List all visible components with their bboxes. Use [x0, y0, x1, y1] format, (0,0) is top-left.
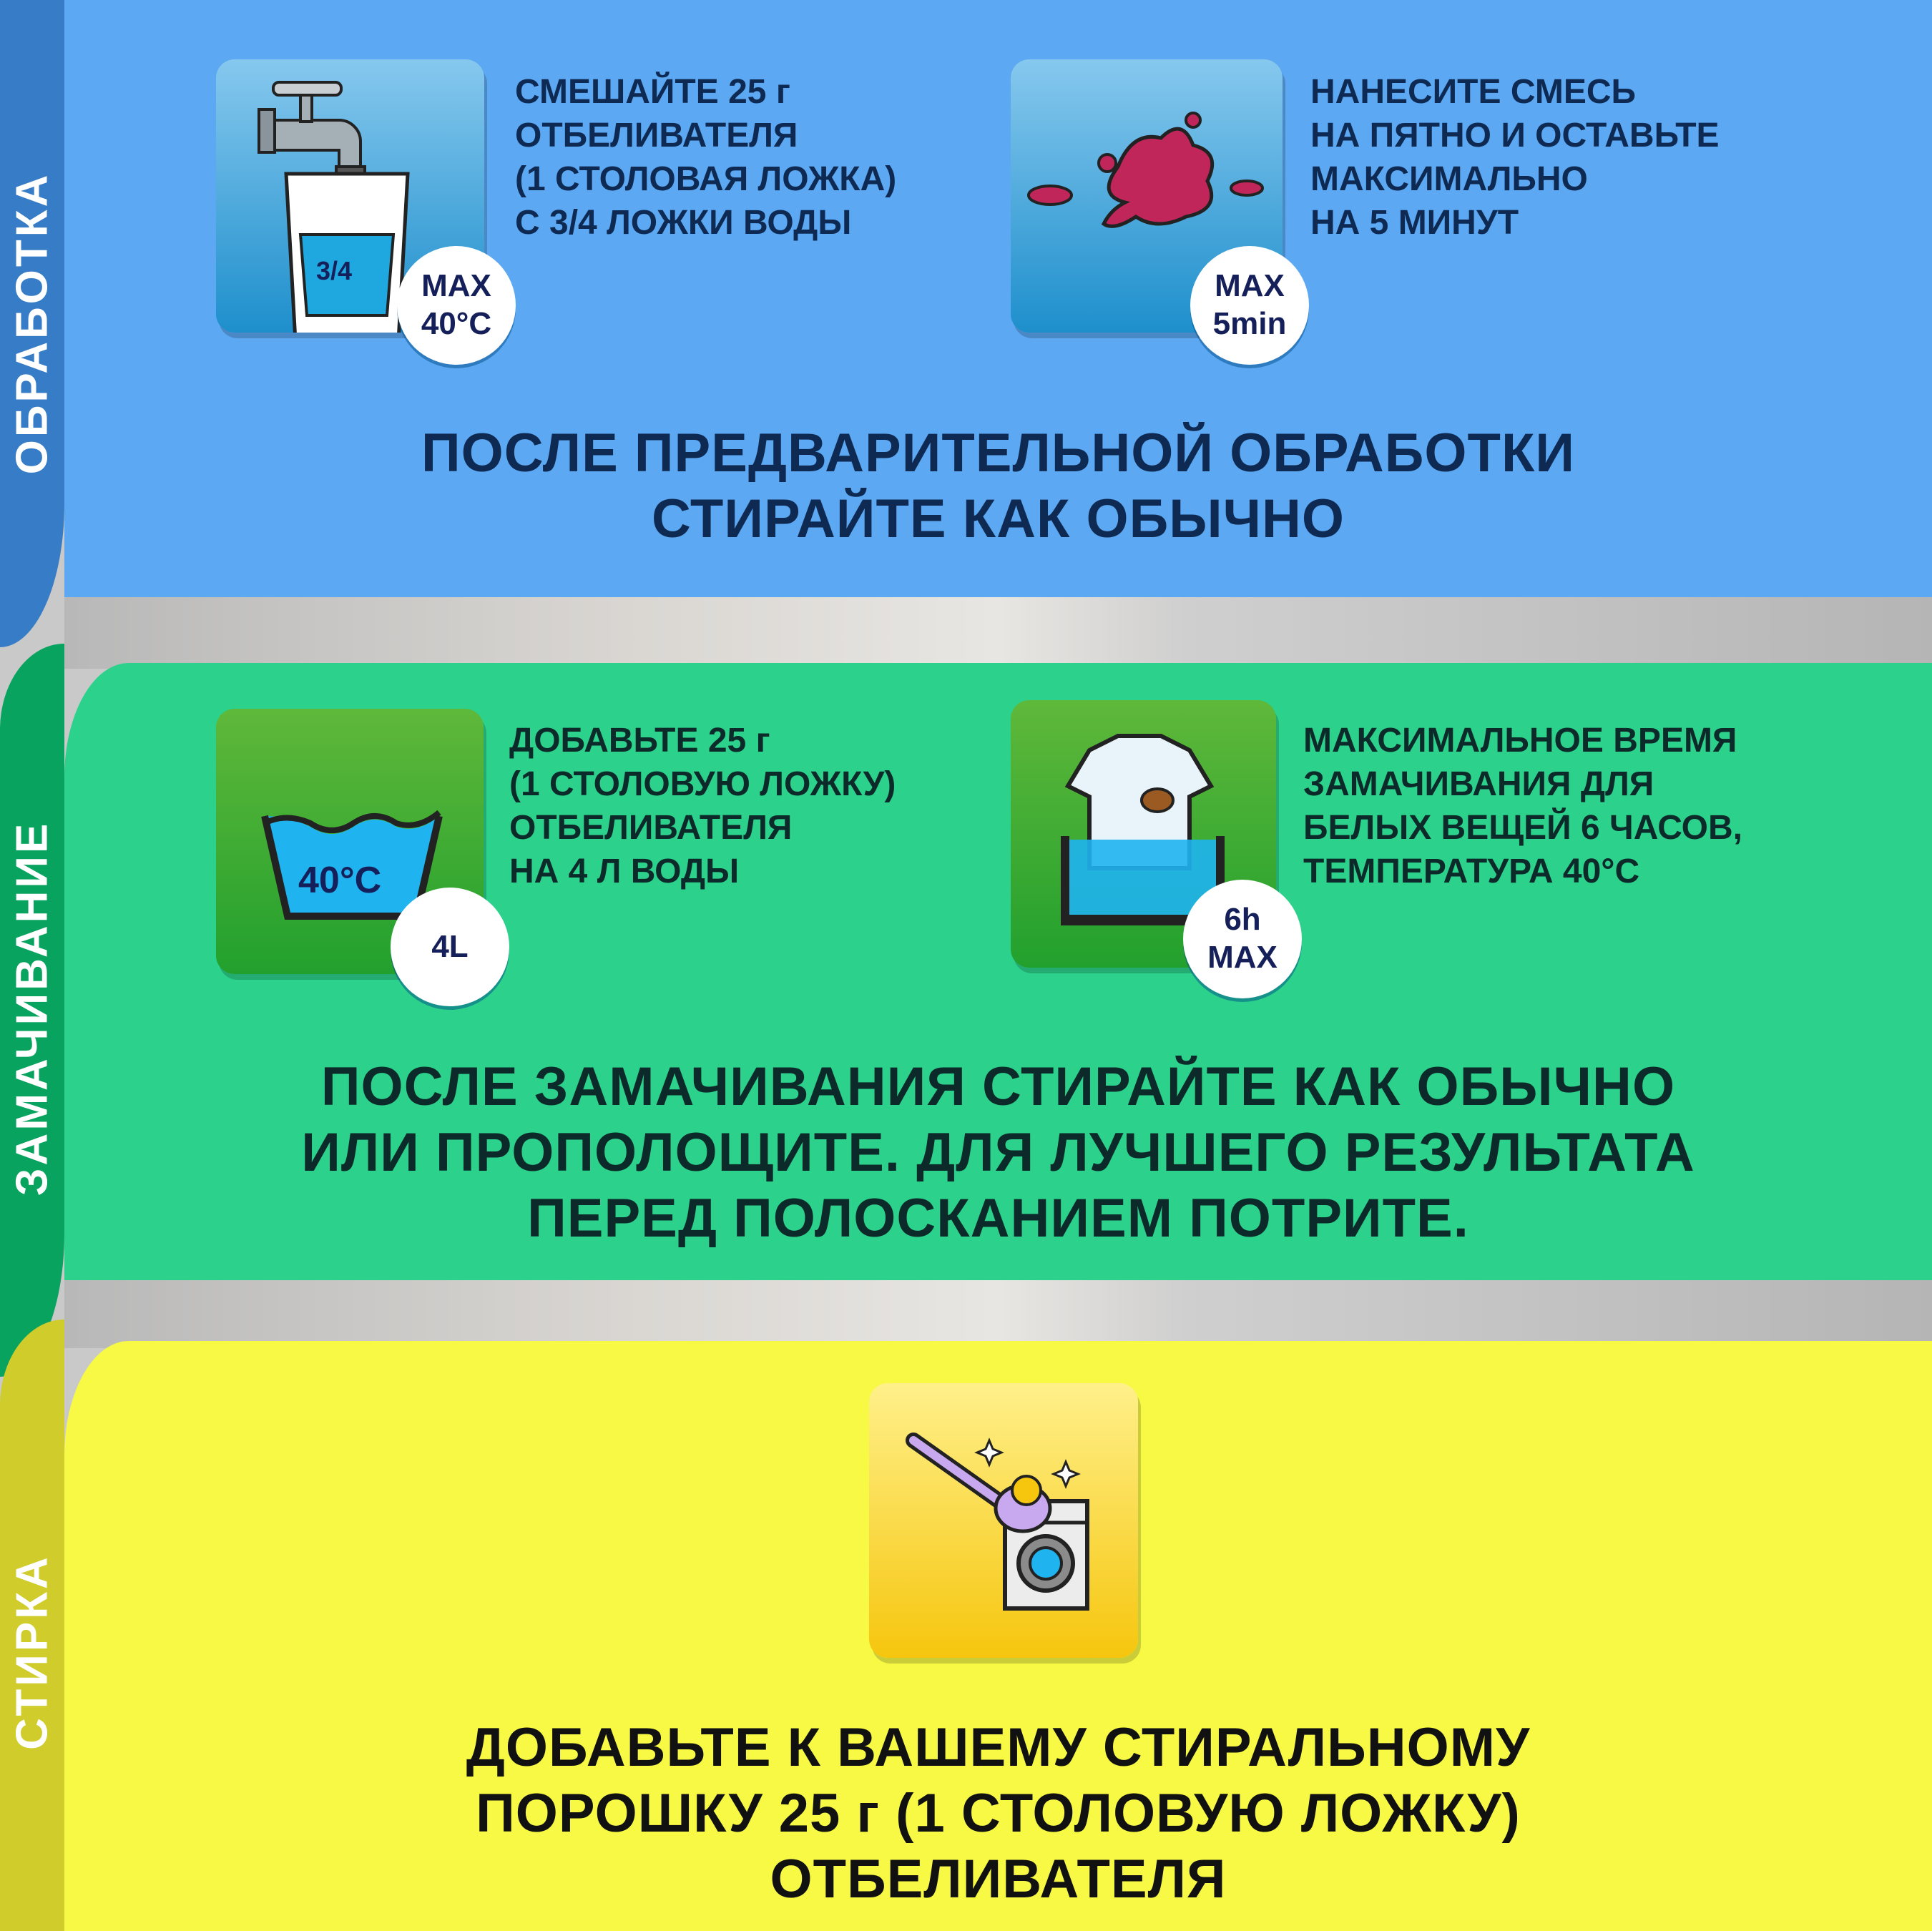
badge-line: MAX [1207, 940, 1278, 975]
text-line: (1 СТОЛОВУЮ ЛОЖКУ) [509, 765, 896, 803]
faucet-glass-icon: 3/4 [216, 59, 484, 356]
text-line: ОТБЕЛИВАТЕЛЯ [515, 117, 798, 154]
text-line: ОТБЕЛИВАТЕЛЯ [509, 809, 793, 847]
step-text: НАНЕСИТЕ СМЕСЬ НА ПЯТНО И ОСТАВЬТЕ МАКСИ… [1310, 70, 1720, 245]
badge-line: MAX [421, 268, 491, 304]
text-line: МАКСИМАЛЬНОЕ ВРЕМЯ [1303, 722, 1737, 760]
section-label-washing: СТИРКА [7, 1554, 57, 1750]
text-line: НАНЕСИТЕ СМЕСЬ [1310, 73, 1637, 111]
text-line: С 3/4 ЛОЖКИ ВОДЫ [515, 204, 852, 242]
divider [64, 1280, 1932, 1348]
text-line: ЗАМАЧИВАНИЯ ДЛЯ [1303, 765, 1654, 803]
badge-line: 40°C [421, 306, 492, 341]
heading-line: ИЛИ ПРОПОЛОЩИТЕ. ДЛЯ ЛУЧШЕГО РЕЗУЛЬТАТА [301, 1122, 1695, 1183]
text-line: СМЕШАЙТЕ 25 г [515, 73, 790, 111]
treatment-heading: ПОСЛЕ ПРЕДВАРИТЕЛЬНОЙ ОБРАБОТКИ СТИРАЙТЕ… [64, 421, 1932, 552]
step-text: СМЕШАЙТЕ 25 г ОТБЕЛИВАТЕЛЯ (1 СТОЛОВАЯ Л… [515, 70, 896, 245]
text-line: ТЕМПЕРАТУРА 40°C [1303, 853, 1640, 890]
heading-line: ПЕРЕД ПОЛОСКАНИЕМ ПОТРИТЕ. [527, 1188, 1469, 1249]
washing-machine-scoop-icon [869, 1383, 1138, 1658]
volume-badge: 4L [391, 888, 509, 1006]
badge-line: 5min [1212, 306, 1287, 341]
heading-line: ПОСЛЕ ПРЕДВАРИТЕЛЬНОЙ ОБРАБОТКИ [421, 423, 1575, 483]
heading-line: ПОСЛЕ ЗАМАЧИВАНИЯ СТИРАЙТЕ КАК ОБЫЧНО [320, 1056, 1676, 1117]
badge-line: MAX [1215, 268, 1285, 304]
badge-line: 6h [1224, 902, 1261, 938]
badge-line: 4L [431, 928, 469, 964]
heading-line: СТИРАЙТЕ КАК ОБЫЧНО [651, 488, 1345, 549]
divider [64, 597, 1932, 669]
soaking-heading: ПОСЛЕ ЗАМАЧИВАНИЯ СТИРАЙТЕ КАК ОБЫЧНО ИЛ… [64, 1054, 1932, 1252]
tab-treatment [0, 0, 64, 647]
washing-heading: ДОБАВЬТЕ К ВАШЕМУ СТИРАЛЬНОМУ ПОРОШКУ 25… [64, 1715, 1932, 1912]
step-text: МАКСИМАЛЬНОЕ ВРЕМЯ ЗАМАЧИВАНИЯ ДЛЯ БЕЛЫХ… [1303, 719, 1742, 893]
section-label-treatment: ОБРАБОТКА [7, 172, 57, 475]
section-label-soaking: ЗАМАЧИВАНИЕ [7, 820, 57, 1197]
heading-line: ПОРОШКУ 25 г (1 СТОЛОВУЮ ЛОЖКУ) [476, 1783, 1521, 1844]
tab-soaking [0, 644, 64, 1377]
step-text: ДОБАВЬТЕ 25 г (1 СТОЛОВУЮ ЛОЖКУ) ОТБЕЛИВ… [509, 719, 896, 893]
heading-line: ДОБАВЬТЕ К ВАШЕМУ СТИРАЛЬНОМУ [466, 1717, 1531, 1778]
text-line: НА 5 МИНУТ [1310, 204, 1519, 242]
text-line: (1 СТОЛОВАЯ ЛОЖКА) [515, 160, 897, 198]
text-line: МАКСИМАЛЬНО [1310, 160, 1588, 198]
tab-washing [0, 1320, 64, 1931]
text-line: ДОБАВЬТЕ 25 г [509, 722, 770, 760]
glass-label: 3/4 [316, 256, 353, 285]
text-line: БЕЛЫХ ВЕЩЕЙ 6 ЧАСОВ, [1303, 809, 1743, 847]
text-line: НА 4 Л ВОДЫ [509, 853, 740, 890]
text-line: НА ПЯТНО И ОСТАВЬТЕ [1310, 117, 1720, 154]
basin-label: 40°C [298, 860, 382, 901]
heading-line: ОТБЕЛИВАТЕЛЯ [770, 1849, 1227, 1910]
